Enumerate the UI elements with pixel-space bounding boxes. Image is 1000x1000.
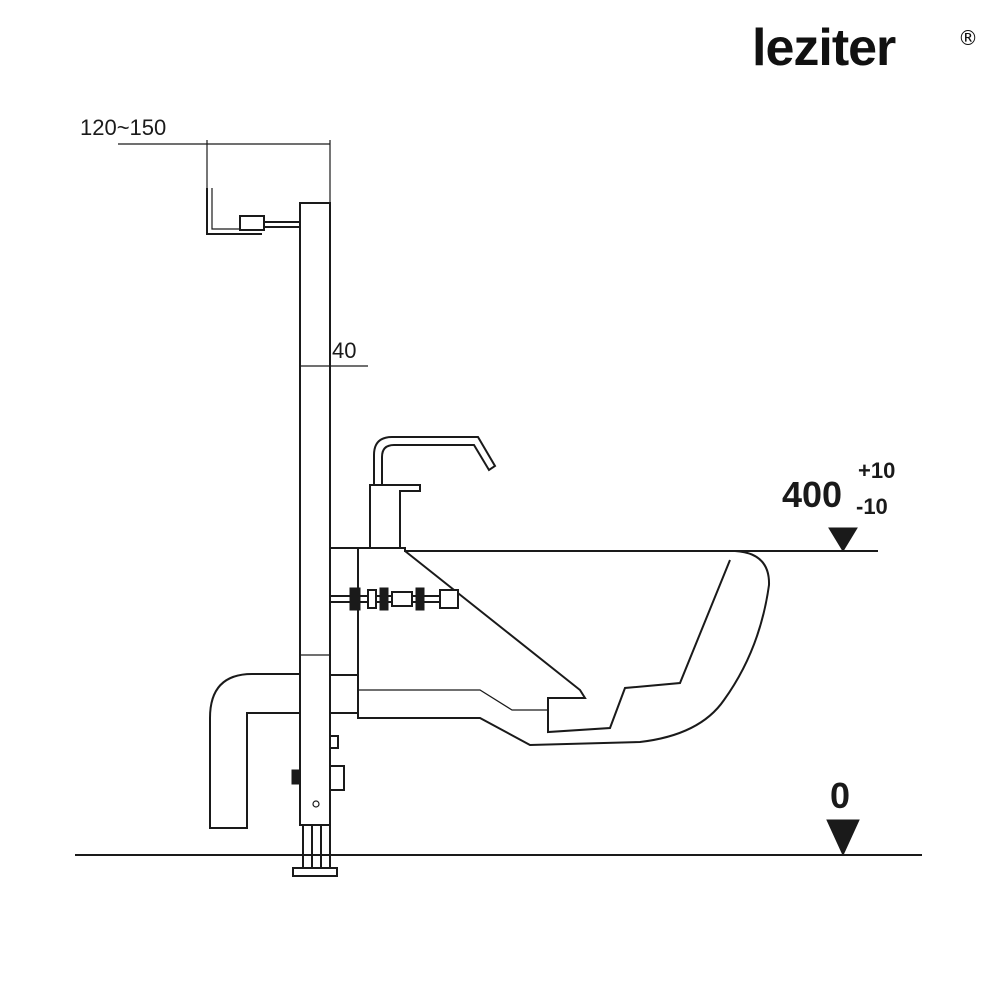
wall-bracket xyxy=(206,188,300,235)
depth-dimension: 120~150 xyxy=(80,115,331,204)
drain-pipe xyxy=(209,673,300,829)
bolt-hole xyxy=(312,800,320,808)
seat-height-label: 400 xyxy=(782,474,842,515)
seat-height-marker: 400 +10 -10 xyxy=(782,458,895,552)
registered-mark: ® xyxy=(958,26,978,50)
seat-level-triangle xyxy=(828,527,858,552)
frame-post xyxy=(299,202,331,826)
toilet-bowl xyxy=(330,547,771,747)
floor-level-marker: 0 xyxy=(826,775,860,857)
floor-level-label: 0 xyxy=(830,775,850,816)
brand-logo: leziter xyxy=(752,19,896,77)
tolerance-plus-label: +10 xyxy=(858,458,895,483)
connector-block xyxy=(329,674,359,714)
support-foot xyxy=(292,825,338,877)
faucet xyxy=(369,436,497,548)
depth-range-label: 120~150 xyxy=(80,115,166,140)
frame-hardware xyxy=(291,735,345,808)
frame-width-label: 40 xyxy=(332,338,356,363)
fixing-rods xyxy=(330,587,459,611)
tolerance-minus-label: -10 xyxy=(856,494,888,519)
floor-level-triangle xyxy=(826,819,860,857)
